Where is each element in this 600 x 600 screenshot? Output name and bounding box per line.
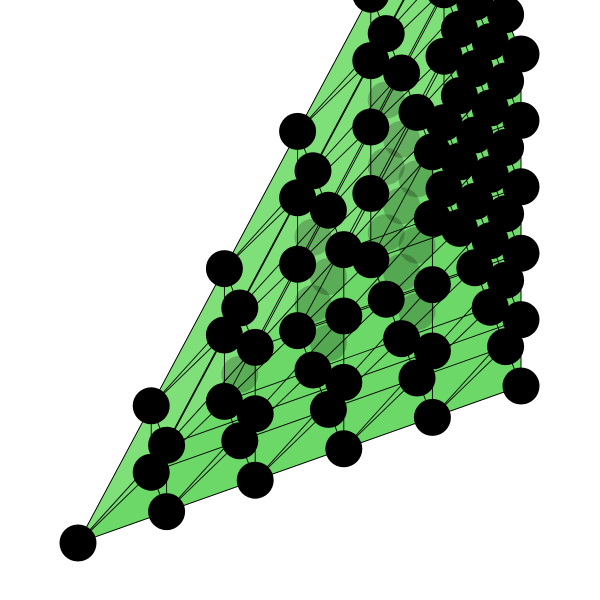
atom: [413, 199, 451, 237]
atom: [352, 174, 390, 212]
atom: [487, 195, 525, 233]
atom: [471, 23, 509, 61]
lattice-atoms: [59, 0, 540, 562]
atom: [456, 249, 494, 287]
atom: [425, 170, 463, 208]
atom: [279, 179, 317, 217]
atom: [205, 250, 243, 288]
atom: [148, 426, 186, 464]
hidden-atoms: [221, 81, 436, 393]
atom: [471, 155, 509, 193]
lattice-edge: [77, 405, 152, 544]
atom: [413, 266, 451, 304]
atom: [221, 422, 259, 460]
atom: [428, 0, 460, 9]
hidden-atom: [383, 120, 421, 158]
atom: [413, 332, 451, 370]
atom: [471, 89, 509, 127]
atom: [383, 54, 421, 92]
atom: [279, 312, 317, 350]
atom: [413, 398, 451, 436]
atom: [502, 35, 540, 73]
hidden-atom: [221, 355, 259, 393]
atom: [487, 0, 525, 34]
atom: [309, 390, 347, 428]
atom: [487, 261, 525, 299]
atom: [353, 0, 389, 13]
atom: [309, 191, 347, 229]
atom: [352, 108, 390, 146]
atom: [456, 116, 494, 154]
atom: [132, 387, 170, 425]
atom: [471, 288, 509, 326]
hidden-atom: [309, 258, 347, 296]
atom: [502, 234, 540, 272]
atom: [294, 351, 332, 389]
atom: [325, 231, 363, 269]
atom: [132, 453, 170, 491]
atom: [59, 524, 97, 562]
atom: [471, 222, 509, 260]
lattice-edge: [385, 0, 418, 35]
atom: [236, 395, 274, 433]
atom: [148, 493, 186, 531]
lattice-edge: [385, 0, 405, 35]
hidden-atom: [294, 218, 332, 256]
hidden-atom: [398, 293, 436, 331]
atom: [279, 112, 317, 150]
atom: [456, 0, 494, 21]
atom: [294, 152, 332, 190]
atom: [440, 77, 478, 115]
atom: [367, 15, 405, 53]
lattice-edge: [327, 111, 418, 211]
lattice-edge: [343, 151, 433, 251]
atom: [325, 363, 363, 401]
lattice-edge: [223, 130, 299, 270]
atom: [367, 280, 405, 318]
atom: [236, 328, 274, 366]
atom: [502, 101, 540, 139]
lattice-edge: [254, 249, 345, 348]
atom: [502, 367, 540, 405]
atom: [236, 461, 274, 499]
hidden-atom: [398, 226, 436, 264]
atom: [413, 133, 451, 171]
atom: [440, 10, 478, 48]
atom: [325, 297, 363, 335]
atom: [279, 245, 317, 283]
atom: [221, 289, 259, 327]
atom: [502, 301, 540, 339]
atom: [487, 62, 525, 100]
atom: [383, 320, 421, 358]
atom: [352, 42, 390, 80]
hidden-atom: [367, 214, 405, 252]
lattice-edge: [297, 0, 369, 132]
lattice-edge: [150, 268, 225, 407]
atom: [398, 93, 436, 131]
hidden-atom: [367, 81, 405, 119]
atom: [205, 382, 243, 420]
atom: [398, 359, 436, 397]
atom: [487, 328, 525, 366]
atom: [425, 37, 463, 75]
lattice-edge: [343, 217, 433, 317]
atom: [325, 430, 363, 468]
atom: [502, 168, 540, 206]
atom: [487, 128, 525, 166]
hidden-atom: [309, 324, 347, 362]
atom: [456, 182, 494, 220]
atom: [456, 50, 494, 88]
atom: [205, 316, 243, 354]
